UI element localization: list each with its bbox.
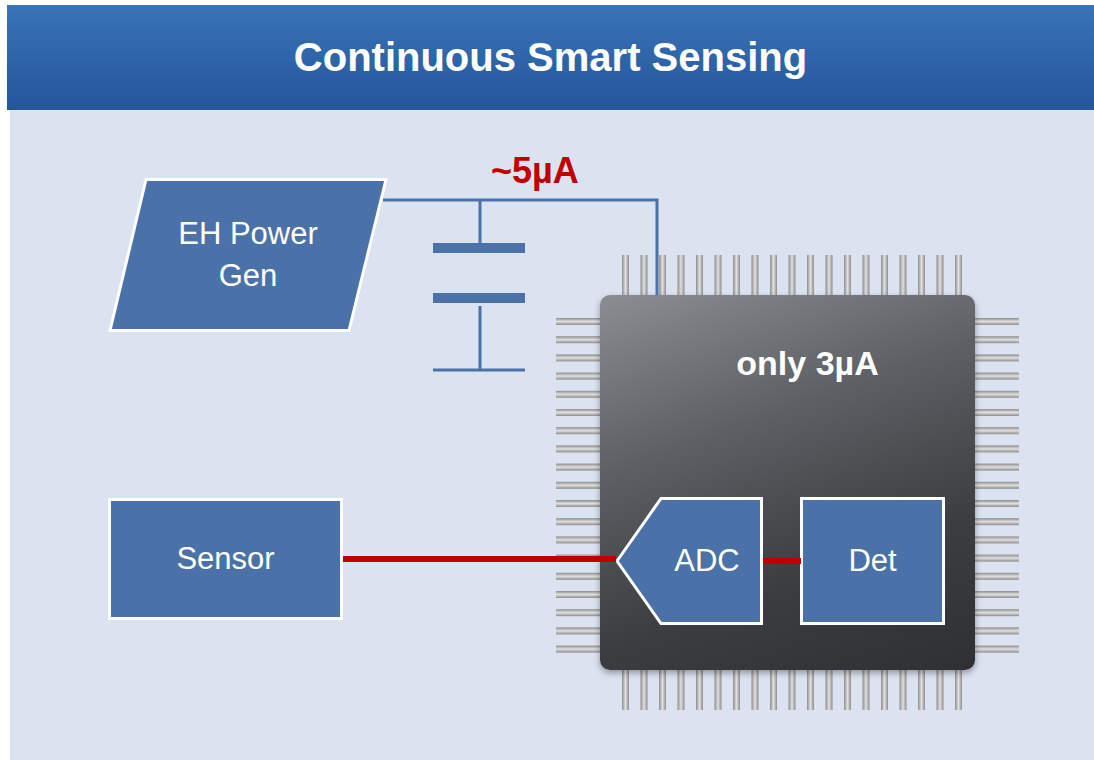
power-generator: EH Power Gen xyxy=(108,178,388,332)
chip-pin xyxy=(918,665,925,710)
node-text: EH Power Gen xyxy=(148,213,348,297)
chip-pin xyxy=(900,665,907,710)
chip-pin xyxy=(844,665,851,710)
chip-pin xyxy=(807,665,814,710)
chip-pin xyxy=(955,255,962,300)
chip-pin xyxy=(863,255,870,300)
chip-pin xyxy=(556,354,604,361)
chip-pin xyxy=(770,665,777,710)
chip-pin xyxy=(971,464,1019,471)
current-label: ~5µA xyxy=(491,150,579,192)
signal-wire xyxy=(763,558,801,564)
chip-pin xyxy=(752,665,759,710)
chip-pin xyxy=(641,255,648,300)
chip-pin xyxy=(789,255,796,300)
chip-pin xyxy=(971,391,1019,398)
chip-pin xyxy=(556,391,604,398)
chip-pin xyxy=(918,255,925,300)
chip-pin xyxy=(556,573,604,580)
parallelogram-shape xyxy=(108,178,388,332)
chip-pin xyxy=(971,336,1019,343)
title: Continuous Smart Sensing xyxy=(7,5,1094,110)
chip-pin xyxy=(971,536,1019,543)
capacitor-symbol xyxy=(433,200,525,370)
capacitor-plate xyxy=(433,293,525,303)
chip-pin xyxy=(971,482,1019,489)
chip-pin xyxy=(556,536,604,543)
chip-pin xyxy=(863,665,870,710)
chip-pin xyxy=(659,255,666,300)
node-text: Sensor xyxy=(176,540,274,577)
chip-pin xyxy=(556,373,604,380)
detector-block: Det xyxy=(800,497,945,625)
microcontroller-chip: only 3µA ADC Det xyxy=(600,295,975,670)
chip-pin xyxy=(556,427,604,434)
chip-pin xyxy=(696,665,703,710)
chip-pin xyxy=(641,665,648,710)
chip-pin xyxy=(971,354,1019,361)
chip-pin xyxy=(971,591,1019,598)
chip-pin xyxy=(937,255,944,300)
chip-pin xyxy=(556,518,604,525)
chip-pin xyxy=(715,255,722,300)
chip-pin xyxy=(770,255,777,300)
chip-pin xyxy=(715,665,722,710)
chip-pin xyxy=(971,427,1019,434)
chip-pin xyxy=(844,255,851,300)
chip-pin xyxy=(752,255,759,300)
sensor-box: Sensor xyxy=(108,498,343,620)
chip-pin xyxy=(971,373,1019,380)
chip-pin xyxy=(556,500,604,507)
chip-pin xyxy=(971,318,1019,325)
chip-pin xyxy=(678,255,685,300)
chip-pin xyxy=(826,255,833,300)
chip-pin xyxy=(881,255,888,300)
chip-pin xyxy=(971,500,1019,507)
chip-pin xyxy=(971,445,1019,452)
node-text: ADC xyxy=(674,542,739,579)
chip-pins xyxy=(556,255,1019,710)
chip-pin xyxy=(678,665,685,710)
chip-pin xyxy=(971,646,1019,653)
chip-pin xyxy=(955,665,962,710)
chip-pin xyxy=(556,627,604,634)
chip-pin xyxy=(622,255,629,300)
chip-pin xyxy=(556,409,604,416)
chip-pin xyxy=(971,518,1019,525)
chip-pin xyxy=(659,665,666,710)
chip-pin xyxy=(556,609,604,616)
chip-pin xyxy=(556,591,604,598)
chip-pin xyxy=(971,573,1019,580)
node-text: Det xyxy=(848,542,896,579)
chip-pin xyxy=(807,255,814,300)
chip-pin xyxy=(881,665,888,710)
chip-pin xyxy=(556,482,604,489)
node-text: only 3µA xyxy=(736,343,878,384)
chip-pin xyxy=(556,445,604,452)
chip-pin xyxy=(733,665,740,710)
chip-pin xyxy=(971,555,1019,562)
chip-pin xyxy=(556,336,604,343)
chip-pin xyxy=(556,318,604,325)
capacitor-plate xyxy=(433,243,525,253)
chip-pin xyxy=(733,255,740,300)
chip-pin xyxy=(971,409,1019,416)
chip-pin xyxy=(826,665,833,710)
chip-pin xyxy=(900,255,907,300)
power-wire xyxy=(383,200,657,295)
chip-pin xyxy=(622,665,629,710)
adc-block: ADC xyxy=(615,497,763,625)
chip-pin xyxy=(789,665,796,710)
chip-pin xyxy=(937,665,944,710)
signal-wire xyxy=(343,556,616,562)
chip-pin xyxy=(556,646,604,653)
chip-pin xyxy=(971,609,1019,616)
chip-pin xyxy=(971,627,1019,634)
chip-pin xyxy=(556,464,604,471)
chip-pin xyxy=(696,255,703,300)
